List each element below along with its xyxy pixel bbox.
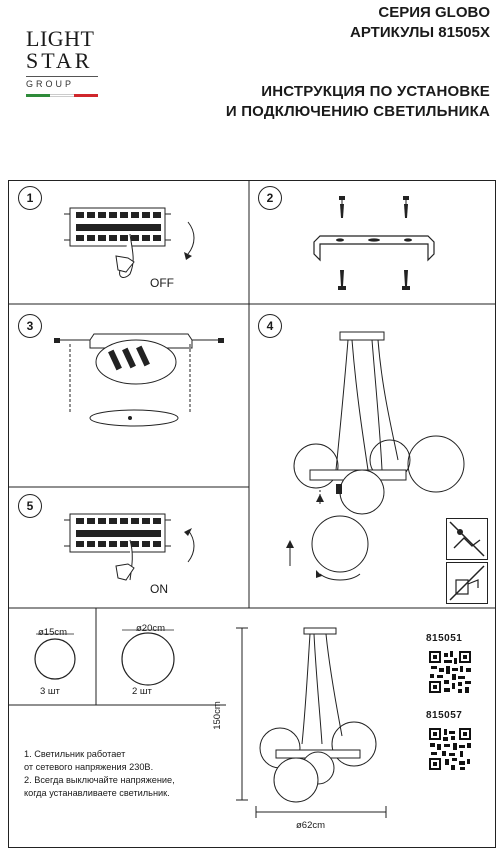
step-1-number: 1 xyxy=(18,186,42,210)
large-globe-quantity: 2 шт xyxy=(132,686,152,697)
chemical-cleaning-warning-icon xyxy=(446,562,488,604)
note-1-line2: от сетевого напряжения 230В. xyxy=(24,762,154,772)
wiring-connection-illustration xyxy=(54,333,224,427)
instruction-grid xyxy=(8,180,496,848)
small-globe-quantity: 3 шт xyxy=(40,686,60,697)
logo-line-star: STAR xyxy=(26,48,93,73)
width-dimension-label: ø62cm xyxy=(296,820,326,831)
note-1-line1: 1. Светильник работает xyxy=(24,749,126,759)
step-4-number: 4 xyxy=(258,314,282,338)
step-1-off-label: OFF xyxy=(150,276,174,290)
dimension-drawing xyxy=(236,627,387,818)
breaker-panel-on-illustration xyxy=(64,513,195,581)
page-title-line2: И ПОДКЛЮЧЕНИЮ СВЕТИЛЬНИКА xyxy=(225,103,490,120)
logo-line-light: LIGHT xyxy=(26,26,95,51)
page-title-line1: ИНСТРУКЦИЯ ПО УСТАНОВКЕ xyxy=(261,83,490,100)
chandelier-assembly-illustration xyxy=(286,331,465,581)
step-3-number: 3 xyxy=(18,314,42,338)
step-5-on-label: ON xyxy=(150,582,168,596)
small-globe-icon xyxy=(34,633,76,680)
mounting-bracket-illustration xyxy=(313,196,435,290)
italian-flag-icon xyxy=(26,94,98,97)
large-globe-icon xyxy=(121,629,175,686)
logo-divider xyxy=(26,76,98,77)
small-globe-diameter: ø15cm xyxy=(38,627,68,638)
large-globe-diameter: ø20cm xyxy=(136,623,166,634)
logo-line-group: GROUP xyxy=(26,79,75,89)
brand-logo: LIGHT STAR GROUP xyxy=(12,22,102,112)
article-code-a: 815051 xyxy=(426,633,463,644)
article-code-b: 815057 xyxy=(426,710,463,721)
article-numbers: АРТИКУЛЫ 81505X xyxy=(350,24,490,41)
note-2-line2: когда устанавливаете светильник. xyxy=(24,788,170,798)
series-name: СЕРИЯ GLOBO xyxy=(378,4,490,21)
height-dimension-label: 150cm xyxy=(211,701,223,730)
wet-cleaning-warning-icon xyxy=(446,518,488,560)
qr-code-icon xyxy=(428,727,472,771)
breaker-panel-off-illustration xyxy=(64,207,195,278)
note-2-line1: 2. Всегда выключайте напряжение, xyxy=(24,775,175,785)
step-5-number: 5 xyxy=(18,494,42,518)
step-2-number: 2 xyxy=(258,186,282,210)
qr-code-icon xyxy=(428,650,472,694)
